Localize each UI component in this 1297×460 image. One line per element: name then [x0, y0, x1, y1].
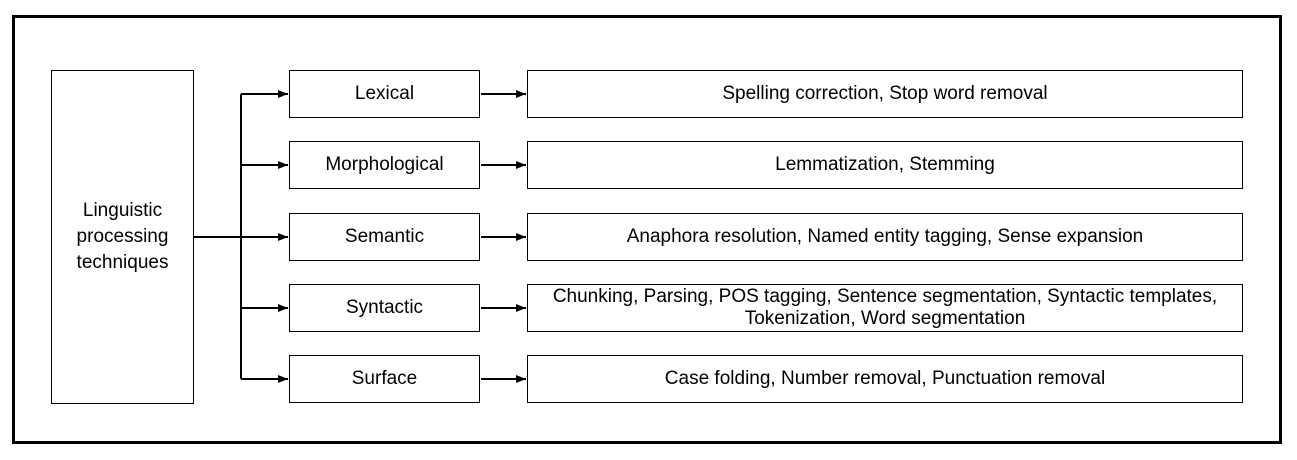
category-morphological: Morphological [289, 141, 480, 189]
category-label: Morphological [325, 154, 444, 175]
description-lexical: Spelling correction, Stop word removal [527, 70, 1243, 118]
description-surface: Case folding, Number removal, Punctuatio… [527, 355, 1243, 403]
root-node: Linguistic processing techniques [51, 70, 194, 404]
description-text: Spelling correction, Stop word removal [722, 83, 1048, 104]
diagram-frame [12, 15, 1282, 444]
category-surface: Surface [289, 355, 480, 403]
description-text: Case folding, Number removal, Punctuatio… [664, 368, 1106, 389]
description-morphological: Lemmatization, Stemming [527, 141, 1243, 189]
category-label: Surface [351, 368, 418, 389]
category-semantic: Semantic [289, 213, 480, 261]
description-text: Chunking, Parsing, POS tagging, Sentence… [552, 286, 1218, 329]
category-label: Syntactic [345, 297, 424, 318]
description-text: Anaphora resolution, Named entity taggin… [626, 226, 1144, 247]
description-syntactic: Chunking, Parsing, POS tagging, Sentence… [527, 284, 1243, 332]
category-lexical: Lexical [289, 70, 480, 118]
description-semantic: Anaphora resolution, Named entity taggin… [527, 213, 1243, 261]
category-syntactic: Syntactic [289, 284, 480, 332]
root-label: Linguistic processing techniques [76, 200, 169, 273]
category-label: Lexical [354, 83, 415, 104]
description-text: Lemmatization, Stemming [775, 154, 995, 175]
category-label: Semantic [344, 226, 425, 247]
